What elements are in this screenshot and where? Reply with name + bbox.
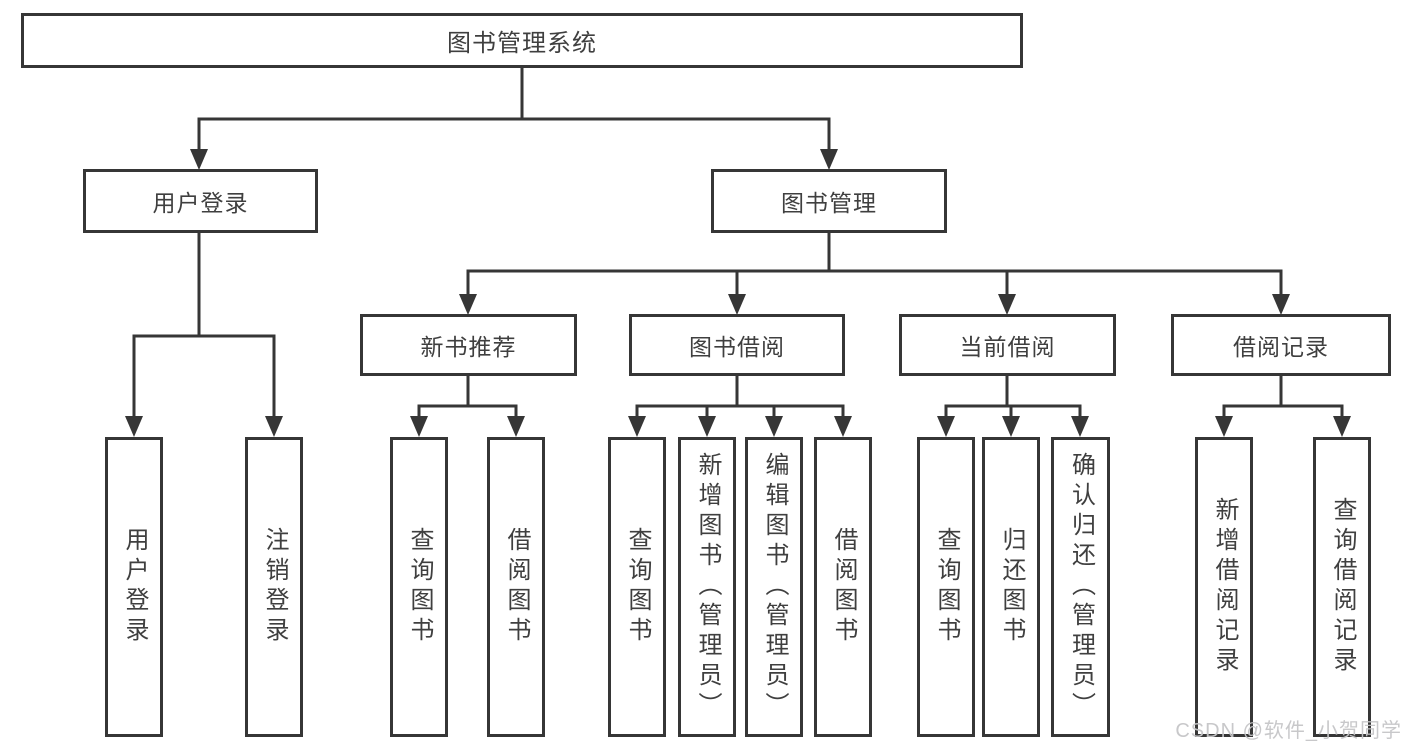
connector-book-management <box>466 229 1283 298</box>
leaf-add-borrow-record: 新增借阅记录 <box>1195 437 1253 737</box>
arrowhead-icon <box>125 416 143 437</box>
edges-user-login <box>125 229 283 437</box>
node-user-login: 用户登录 <box>83 169 318 233</box>
leaf-query-books-current-label: 查询图书 <box>933 527 960 647</box>
arrowhead-icon <box>190 149 208 170</box>
node-root-system: 图书管理系统 <box>21 13 1023 68</box>
leaf-add-book-admin: 新增图书（管理员） <box>678 437 736 737</box>
leaf-add-book-admin-label: 新增图书（管理员） <box>694 452 721 722</box>
node-book-borrow: 图书借阅 <box>629 314 845 376</box>
connector-new-book-recommend <box>417 372 518 420</box>
leaf-confirm-return-admin: 确认归还（管理员） <box>1051 437 1110 737</box>
leaf-logout-label: 注销登录 <box>261 527 288 647</box>
arrowhead-icon <box>998 294 1016 315</box>
node-book-management-label: 图书管理 <box>781 190 877 216</box>
leaf-edit-book-admin-label: 编辑图书（管理员） <box>761 452 788 722</box>
node-borrow-records-label: 借阅记录 <box>1233 334 1329 360</box>
edges-book-management <box>459 229 1290 315</box>
arrowhead-icon <box>1333 416 1351 437</box>
leaf-query-borrow-record-label: 查询借阅记录 <box>1329 497 1356 677</box>
edges-root <box>190 63 838 170</box>
arrowhead-icon <box>410 416 428 437</box>
edges-current-borrow <box>937 372 1089 437</box>
leaf-query-borrow-record: 查询借阅记录 <box>1313 437 1371 737</box>
arrowhead-icon <box>1215 416 1233 437</box>
leaf-borrow-books-label: 借阅图书 <box>830 527 857 647</box>
leaf-query-books-recommend-label: 查询图书 <box>406 527 433 647</box>
arrowhead-icon <box>628 416 646 437</box>
connector-borrow-records <box>1222 372 1344 420</box>
node-current-borrow: 当前借阅 <box>899 314 1116 376</box>
leaf-query-books-recommend: 查询图书 <box>390 437 448 737</box>
leaf-borrow-books-recommend-label: 借阅图书 <box>503 527 530 647</box>
connector-root <box>197 63 831 152</box>
node-borrow-records: 借阅记录 <box>1171 314 1391 376</box>
leaf-edit-book-admin: 编辑图书（管理员） <box>745 437 803 737</box>
node-user-login-label: 用户登录 <box>152 190 249 216</box>
edges-new-book-recommend <box>410 372 525 437</box>
leaf-borrow-books-recommend: 借阅图书 <box>487 437 545 737</box>
connector-book-borrow <box>635 372 845 420</box>
arrowhead-icon <box>820 149 838 170</box>
node-new-book-recommend-label: 新书推荐 <box>420 334 517 360</box>
leaf-add-borrow-record-label: 新增借阅记录 <box>1211 497 1238 677</box>
leaf-confirm-return-admin-label: 确认归还（管理员） <box>1067 452 1095 722</box>
arrowhead-icon <box>834 416 852 437</box>
arrowhead-icon <box>507 416 525 437</box>
leaf-user-login-label: 用户登录 <box>121 527 148 647</box>
arrowhead-icon <box>1071 416 1089 437</box>
edges-book-borrow <box>628 372 852 437</box>
node-root-system-label: 图书管理系统 <box>447 30 597 57</box>
node-current-borrow-label: 当前借阅 <box>959 334 1056 360</box>
arrowhead-icon <box>1002 416 1020 437</box>
leaf-return-book: 归还图书 <box>982 437 1040 737</box>
leaf-query-books-current: 查询图书 <box>917 437 975 737</box>
arrowhead-icon <box>698 416 716 437</box>
edges-borrow-records <box>1215 372 1351 437</box>
leaf-return-book-label: 归还图书 <box>998 527 1025 647</box>
connector-user-login <box>132 229 276 420</box>
node-book-management: 图书管理 <box>711 169 947 233</box>
arrowhead-icon <box>265 416 283 437</box>
csdn-watermark: CSDN @软件_小贺同学 <box>1175 720 1402 742</box>
connector-current-borrow <box>944 372 1082 420</box>
leaf-user-login: 用户登录 <box>105 437 163 737</box>
arrowhead-icon <box>1272 294 1290 315</box>
arrowhead-icon <box>728 294 746 315</box>
leaf-logout: 注销登录 <box>245 437 303 737</box>
arrowhead-icon <box>937 416 955 437</box>
node-book-borrow-label: 图书借阅 <box>689 334 785 360</box>
leaf-query-books-borrow: 查询图书 <box>608 437 666 737</box>
arrowhead-icon <box>459 294 477 315</box>
leaf-query-books-borrow-label: 查询图书 <box>624 527 651 647</box>
leaf-borrow-books: 借阅图书 <box>814 437 872 737</box>
arrowhead-icon <box>765 416 783 437</box>
node-new-book-recommend: 新书推荐 <box>360 314 577 376</box>
